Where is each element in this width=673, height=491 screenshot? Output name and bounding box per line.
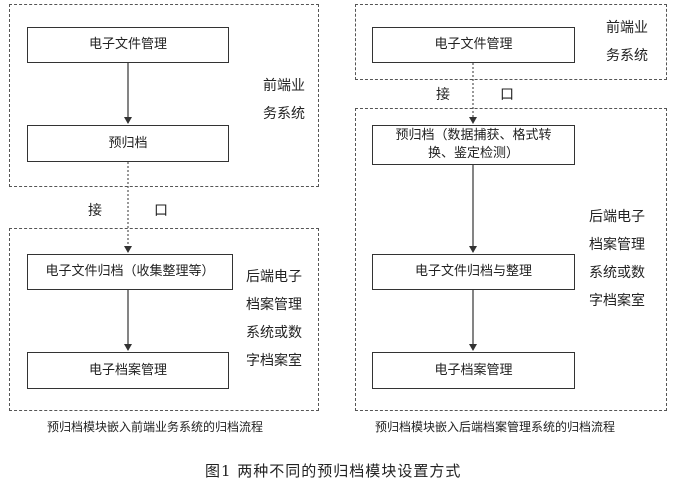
left-file-archiving-box: 电子文件归档（收集整理等） [27, 254, 233, 290]
right-interface-label-right: 口 [500, 87, 514, 103]
left-front-system-region [9, 4, 319, 187]
left-diagram-caption: 预归档模块嵌入前端业务系统的归档流程 [47, 420, 264, 434]
left-interface-label-right: 口 [154, 203, 168, 219]
figure-caption: 图1 两种不同的预归档模块设置方式 [205, 462, 462, 480]
right-back-system-label: 后端电子 档案管理 系统或数 字档案室 [589, 209, 645, 309]
right-electronic-file-management-box: 电子文件管理 [372, 27, 575, 63]
left-interface-label-left: 接 [88, 203, 102, 219]
right-front-system-region [355, 4, 667, 80]
right-pre-archive-box: 预归档（数据捕获、格式转 换、鉴定检测） [372, 125, 575, 165]
right-diagram-caption: 预归档模块嵌入后端档案管理系统的归档流程 [375, 420, 616, 434]
left-electronic-file-management-box: 电子文件管理 [27, 27, 229, 63]
left-pre-archive-box: 预归档 [27, 125, 229, 162]
right-archive-management-box: 电子档案管理 [372, 352, 575, 389]
left-archive-management-box: 电子档案管理 [27, 352, 229, 389]
right-interface-label-left: 接 [436, 87, 450, 103]
right-front-system-label: 前端业 务系统 [606, 20, 648, 64]
right-file-archiving-box: 电子文件归档与整理 [372, 254, 575, 290]
left-front-system-label: 前端业 务系统 [263, 78, 305, 122]
left-back-system-label: 后端电子 档案管理 系统或数 字档案室 [246, 269, 302, 369]
left-back-system-region [9, 228, 319, 411]
right-back-system-region [355, 108, 667, 411]
